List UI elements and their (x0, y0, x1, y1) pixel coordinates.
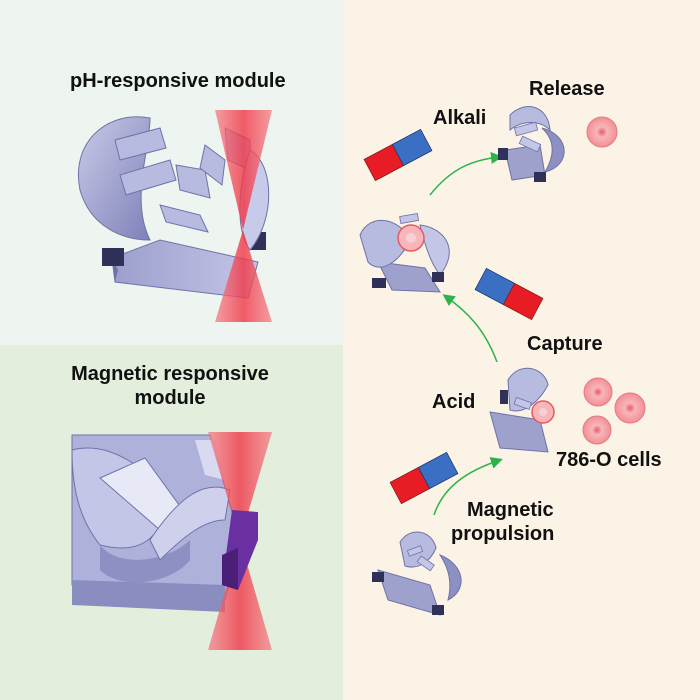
magnetic-module-title-line1: Magnetic responsive (71, 363, 269, 385)
propulsion-label-line1: Magnetic (467, 499, 554, 521)
robot-captured (359, 213, 450, 293)
arrow-release (429, 151, 503, 196)
cells-786-O (582, 377, 646, 445)
laser-beam-upper (215, 110, 272, 230)
capture-label: Capture (527, 333, 603, 355)
release-label: Release (529, 78, 605, 100)
magnet-bottom (389, 451, 459, 505)
cell-release (586, 116, 618, 148)
laser-beam-lower-2 (208, 540, 272, 650)
ph-module-robot (78, 110, 272, 322)
laser-beam-lower (215, 230, 272, 322)
laser-beam-upper-2 (208, 432, 272, 540)
magnet-middle (474, 267, 544, 321)
robot-release (498, 106, 565, 182)
cells-label: 786-O cells (556, 449, 662, 471)
arrow-capture (442, 294, 498, 363)
ph-module-title: pH-responsive module (70, 70, 286, 92)
acid-label: Acid (432, 391, 476, 413)
robot-propulsion (372, 531, 462, 616)
robot-capture (489, 367, 555, 453)
magnetic-module-robot (71, 432, 272, 650)
propulsion-label-line2: propulsion (451, 523, 555, 545)
magnetic-module-title-line2: module (134, 387, 206, 409)
arrow-propulsion (433, 457, 503, 516)
alkali-label: Alkali (433, 107, 487, 129)
magnet-top (363, 128, 433, 182)
